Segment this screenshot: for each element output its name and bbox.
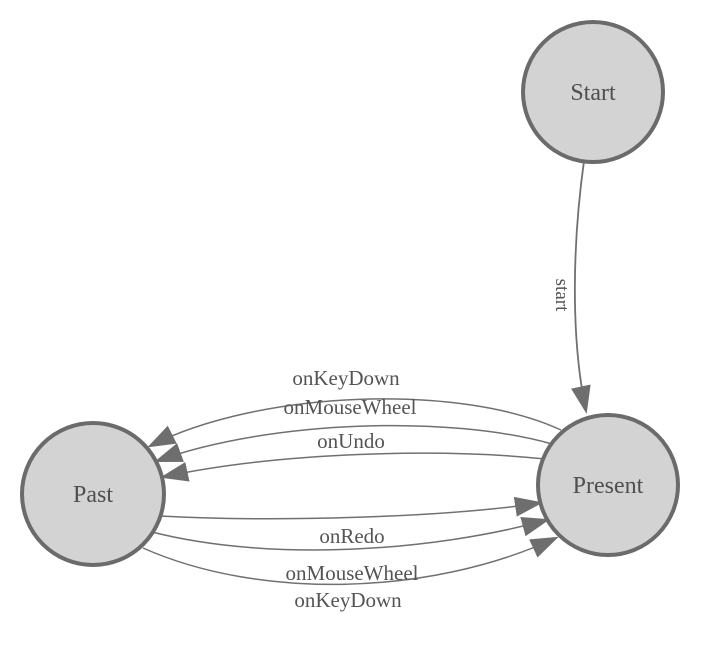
state-node-past-circle[interactable] <box>20 421 166 567</box>
state-node-past-label: Past <box>73 482 113 508</box>
edge-past-to-present-onmousewheel <box>151 516 550 551</box>
edge-label-onkeydown-top: onKeyDown <box>292 366 400 390</box>
state-node-past[interactable]: Past <box>20 421 166 567</box>
edge-present-to-past-onundo <box>160 452 546 482</box>
edge-labels-group: start onKeyDown onMouseWheel onUndo onRe… <box>284 279 572 612</box>
edge-label-start: start <box>551 279 572 312</box>
edge-label-onredo: onRedo <box>319 524 384 548</box>
state-node-start-label: Start <box>570 80 616 106</box>
edge-label-onkeydown-bottom: onKeyDown <box>294 588 402 612</box>
edge-label-onmousewheel-top: onMouseWheel <box>284 395 417 419</box>
edge-label-onundo: onUndo <box>317 429 385 453</box>
state-node-present[interactable]: Present <box>536 413 680 557</box>
edge-present-to-past-onmousewheel <box>154 424 553 463</box>
state-node-present-label: Present <box>573 473 644 499</box>
edge-past-to-present-onkeydown <box>142 536 559 586</box>
state-node-start-circle[interactable] <box>521 20 665 164</box>
edge-label-onmousewheel-bottom: onMouseWheel <box>286 561 419 585</box>
edges-group <box>142 160 591 586</box>
edge-start-to-present <box>571 160 591 414</box>
state-node-present-circle[interactable] <box>536 413 680 557</box>
edge-past-to-present-onredo <box>159 496 543 520</box>
state-node-start[interactable]: Start <box>521 20 665 164</box>
edge-present-to-past-onkeydown <box>147 398 562 448</box>
nodes-group: Start Past Present <box>20 20 680 567</box>
